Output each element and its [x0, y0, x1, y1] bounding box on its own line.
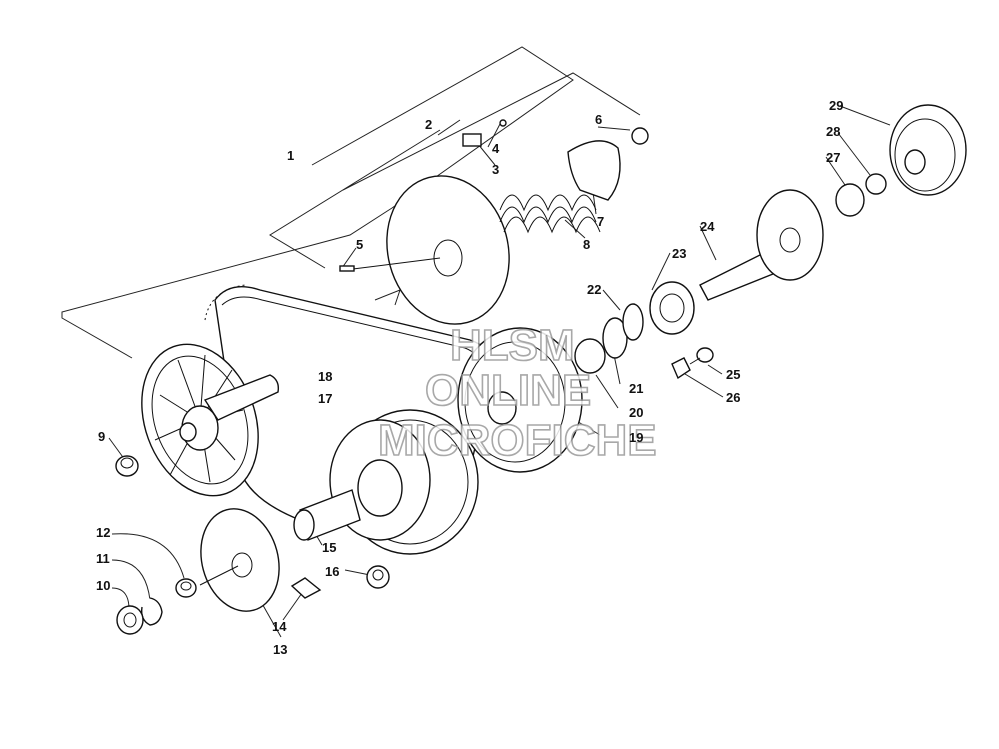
nut-9 [115, 455, 139, 477]
callout-4: 4 [492, 141, 500, 156]
callout-26: 26 [726, 390, 740, 405]
callout-18: 18 [318, 369, 332, 384]
callout-17: 17 [318, 391, 332, 406]
callout-20: 20 [629, 405, 643, 420]
callout-16: 16 [325, 564, 339, 579]
callout-25: 25 [726, 367, 740, 382]
watermark-line1: HLSM [450, 321, 575, 370]
shaft-24 [699, 189, 824, 301]
movable-sheave [344, 175, 510, 325]
callout-12: 12 [96, 525, 110, 540]
callout-2: 2 [425, 117, 432, 132]
callout-3: 3 [492, 162, 499, 177]
callout-13: 13 [273, 642, 287, 657]
callout-19: 19 [629, 430, 643, 445]
callout-9: 9 [98, 429, 105, 444]
nut-26 [671, 357, 691, 380]
callout-28: 28 [826, 124, 840, 139]
bearing-23 [649, 281, 695, 335]
ring-21 [602, 317, 628, 359]
callout-29: 29 [829, 98, 843, 113]
bushing-28 [865, 173, 887, 195]
bolt-25 [689, 347, 714, 365]
callout-7: 7 [597, 214, 604, 229]
callout-6: 6 [595, 112, 602, 127]
clutch-29 [889, 104, 967, 196]
bracket-1 [61, 46, 574, 359]
ring-22 [622, 303, 644, 341]
ring-6 [631, 127, 649, 145]
callout-21: 21 [629, 381, 643, 396]
spider-13 [199, 508, 280, 612]
part-16 [366, 565, 390, 589]
callout-24: 24 [700, 219, 715, 234]
callout-23: 23 [672, 246, 686, 261]
part-4 [499, 119, 507, 127]
cam-7 [567, 140, 621, 201]
callout-labels: 1 2 3 4 5 6 7 8 9 10 11 12 13 14 15 16 1… [96, 98, 843, 657]
callout-15: 15 [322, 540, 336, 555]
bearing-10 [116, 605, 144, 635]
callout-22: 22 [587, 282, 601, 297]
watermark-line3: MICROFICHE [378, 416, 657, 465]
part-3 [462, 133, 482, 147]
part-14 [290, 577, 322, 599]
pin-5 [339, 265, 355, 272]
callout-1: 1 [287, 148, 294, 163]
drive-clutch [293, 409, 479, 555]
callout-10: 10 [96, 578, 110, 593]
callout-5: 5 [356, 237, 363, 252]
driven-gear [457, 327, 583, 473]
snap-ring-11 [140, 597, 163, 626]
driven-sheave [141, 343, 280, 497]
bracket-2 [269, 72, 641, 269]
callout-27: 27 [826, 150, 840, 165]
ring-27 [835, 183, 865, 217]
callout-14: 14 [272, 619, 287, 634]
nut-12 [175, 578, 197, 598]
bracket-2b [374, 289, 401, 306]
spring-8 [499, 194, 601, 234]
callout-8: 8 [583, 237, 590, 252]
callout-11: 11 [96, 551, 110, 566]
watermark-line2: ONLINE [425, 366, 591, 415]
ring-20 [574, 338, 606, 374]
